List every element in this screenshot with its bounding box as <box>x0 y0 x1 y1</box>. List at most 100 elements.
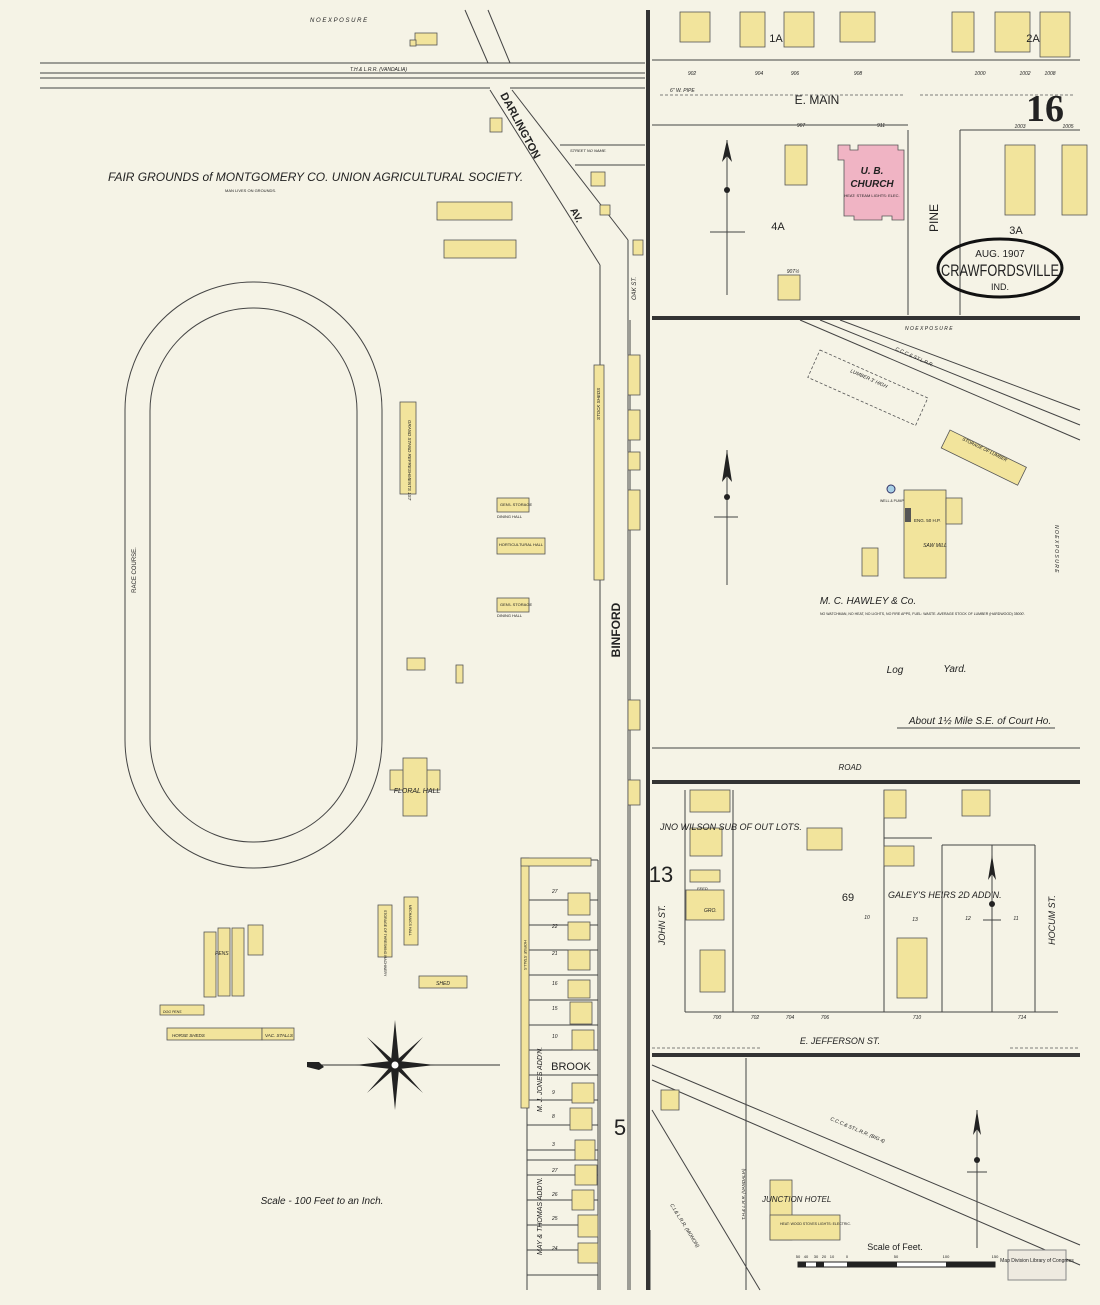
building <box>406 657 426 671</box>
building <box>806 827 843 851</box>
building <box>571 1029 595 1051</box>
street-name: ROAD <box>838 763 861 772</box>
lot-number: 27 <box>551 889 558 895</box>
house-number: 710 <box>913 1015 922 1021</box>
map-label: HEAT: WOOD STOVES LIGHTS: ELECTRIC. <box>780 1222 851 1226</box>
building <box>1039 11 1071 58</box>
building <box>903 489 947 579</box>
building <box>896 937 928 999</box>
block-number: 5 <box>614 1115 626 1140</box>
street-line <box>819 319 1081 426</box>
lumber-pile <box>807 349 929 426</box>
map-label: WELL & PUMP <box>880 499 904 503</box>
building <box>961 789 991 817</box>
building <box>574 1164 598 1186</box>
house-number: 1000 <box>974 71 985 77</box>
title-ellipse <box>936 237 1064 299</box>
map-label: FLORAL HALL <box>394 788 441 795</box>
map-label: SHED <box>436 981 450 987</box>
building <box>1061 144 1088 216</box>
street-name: E. JEFFERSON ST. <box>800 1036 880 1046</box>
lot-number: 11 <box>1013 916 1018 922</box>
map-label: 4A <box>771 221 785 233</box>
street-name: AV. <box>567 206 584 225</box>
street-line <box>651 1079 1081 1266</box>
sheet-number: 16 <box>1026 88 1064 130</box>
building <box>409 39 417 47</box>
building <box>217 927 231 997</box>
map-label: C.C.C.& ST.L.R.R. (BIG 4) <box>829 1116 886 1145</box>
house-number: 1002 <box>1019 71 1030 77</box>
house-number: 908 <box>854 71 863 77</box>
scale-tick: 20 <box>822 1254 827 1259</box>
building <box>377 904 393 958</box>
map-label: T.H.& L.R.R. (VANDALIA) <box>350 67 407 73</box>
location-note: About 1½ Mile S.E. of Court Ho. <box>908 716 1051 727</box>
map-label: GEN'L STORAGE <box>500 602 532 607</box>
building <box>414 32 438 46</box>
house-number: 700 <box>713 1015 722 1021</box>
street-line <box>489 89 601 266</box>
lot-number: 15 <box>552 1006 558 1012</box>
lot-number: 26 <box>551 1192 558 1198</box>
map-label: GRAND STAND REFRESHMENTS 1ST <box>407 420 412 502</box>
building <box>769 1214 841 1241</box>
building <box>1004 144 1036 216</box>
building <box>203 931 217 998</box>
building <box>567 921 591 941</box>
street-line <box>651 1064 1081 1246</box>
street-name: JOHN ST. <box>657 905 667 946</box>
house-number: 907 <box>797 123 806 129</box>
building <box>784 144 808 186</box>
building <box>520 857 530 1109</box>
lot-number: 16 <box>552 981 558 987</box>
building <box>399 401 417 495</box>
state-name: IND. <box>991 282 1009 292</box>
map-label: STREET NO NAME. <box>570 148 607 153</box>
building <box>689 827 723 857</box>
building <box>496 537 546 555</box>
map-label: PENS <box>215 951 229 957</box>
scale-tick: 150 <box>992 1254 999 1259</box>
building <box>689 869 721 883</box>
map-label: NO WATCHMAN, NO HEAT, NO LIGHTS, NO FIRE… <box>820 612 1025 616</box>
church-note: HEAT: STEAM LIGHTS: ELEC. <box>844 193 899 198</box>
map-label: DINING HALL <box>497 514 523 519</box>
scale-tick: 50 <box>894 1254 899 1259</box>
lot-number: 27 <box>551 1168 558 1174</box>
house-number: 907½ <box>787 268 800 275</box>
building <box>660 1089 680 1111</box>
street-name: BINFORD <box>609 602 623 657</box>
house-number: 1008 <box>1044 71 1055 77</box>
building <box>632 239 644 256</box>
house-number: 1005 <box>1062 124 1073 130</box>
lot-number: 21 <box>551 951 558 957</box>
building <box>593 364 605 581</box>
scale-tick: 0 <box>846 1254 849 1259</box>
map-label: MECHANICS HALL <box>408 905 412 936</box>
building <box>496 597 530 613</box>
race-course-inner <box>149 307 358 843</box>
church-building <box>837 144 905 221</box>
building <box>951 11 975 53</box>
building <box>689 789 731 813</box>
map-label: STORAGE OF THRESHING MACHINERY <box>383 910 387 977</box>
map-label: 3A <box>1009 225 1023 237</box>
building <box>569 1107 593 1131</box>
house-number: 706 <box>821 1015 830 1021</box>
building <box>777 274 801 301</box>
map-label: ENG. 50 H.P. <box>914 518 941 523</box>
building <box>159 1004 205 1016</box>
map-label: M. J. JONES ADD'N. <box>537 1047 544 1112</box>
building <box>571 1082 595 1104</box>
building <box>627 409 641 441</box>
well-pump-icon <box>886 484 896 494</box>
building <box>569 1001 593 1025</box>
map-label: N O E X P O S U R E <box>1053 525 1059 573</box>
house-number: 704 <box>786 1015 795 1021</box>
building <box>261 1027 295 1041</box>
map-label: VAC. STALLS <box>265 1033 293 1038</box>
street-name: HOCUM ST. <box>1047 895 1057 945</box>
scale-title: Scale of Feet. <box>867 1242 923 1252</box>
